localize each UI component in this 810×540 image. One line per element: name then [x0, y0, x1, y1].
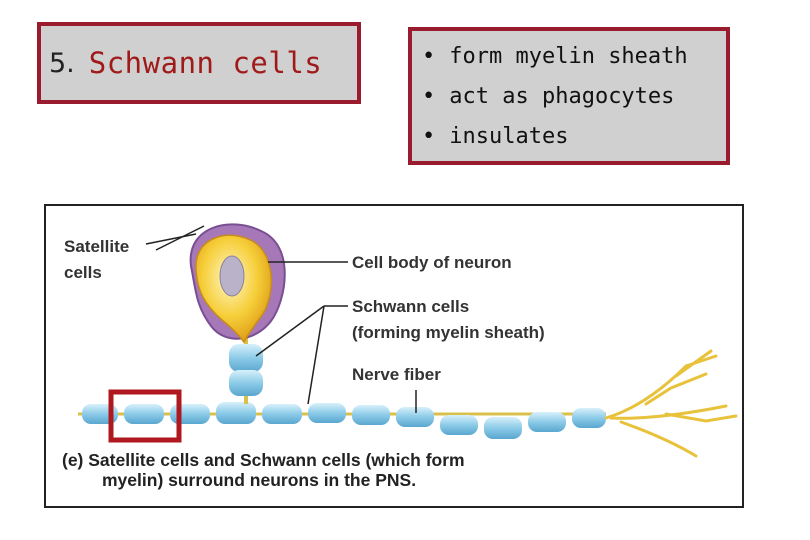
myelin-segment	[572, 408, 606, 428]
bullet-text: form myelin sheath	[449, 44, 688, 69]
label-nerve-fiber: Nerve fiber	[352, 365, 441, 384]
bullet-list: • form myelin sheath • act as phagocytes •…	[422, 37, 716, 157]
leader-lines	[145, 225, 417, 413]
myelin-segment	[396, 407, 434, 427]
neuron-figure: Satellite cells Cell body of neuron Schw…	[44, 204, 744, 508]
title-box: 5. Schwann cells	[37, 22, 361, 104]
myelin-segment	[484, 417, 522, 439]
bullets-box: • form myelin sheath • act as phagocytes •…	[408, 27, 730, 165]
myelin-segment	[262, 404, 302, 424]
caption-line-2: myelin) surround neurons in the PNS.	[102, 470, 416, 490]
caption-line-1: (e) Satellite cells and Schwann cells (w…	[62, 450, 465, 470]
slide-title: Schwann cells	[88, 46, 323, 80]
title-number: 5.	[49, 47, 75, 79]
myelin-segment	[216, 402, 256, 424]
myelin-segment	[528, 412, 566, 432]
bullet-text: insulates	[449, 124, 569, 149]
myelin-segment	[124, 404, 164, 424]
bullet-item: • act as phagocytes	[422, 77, 716, 117]
nucleus	[219, 255, 245, 297]
myelin-segment	[308, 403, 346, 423]
neuron-diagram: Satellite cells Cell body of neuron Schw…	[62, 223, 738, 490]
label-cell-body: Cell body of neuron	[352, 253, 512, 272]
myelin-segment	[229, 370, 263, 396]
bullet-dot: •	[422, 44, 436, 69]
myelin-segments	[82, 402, 606, 439]
myelin-segment	[352, 405, 390, 425]
axon-terminals	[604, 349, 738, 458]
myelin-segment	[170, 404, 210, 424]
label-schwann-2: (forming myelin sheath)	[352, 323, 545, 342]
bullet-item: • form myelin sheath	[422, 37, 716, 77]
label-satellite-2: cells	[64, 263, 102, 282]
bullet-dot: •	[422, 124, 436, 149]
bullet-text: act as phagocytes	[449, 84, 675, 109]
highlight-box	[108, 389, 182, 443]
myelin-segment	[229, 344, 263, 372]
myelin-segment	[440, 415, 478, 435]
bullet-item: • insulates	[422, 117, 716, 157]
bullet-dot: •	[422, 84, 436, 109]
label-schwann-1: Schwann cells	[352, 297, 469, 316]
label-satellite-1: Satellite	[64, 237, 129, 256]
